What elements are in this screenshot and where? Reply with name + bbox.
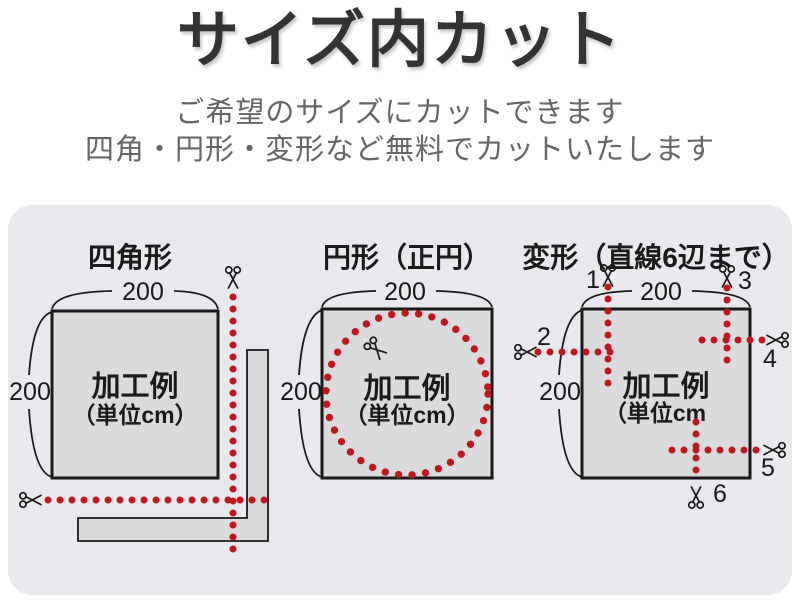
unit-label: （単位cm） — [344, 402, 469, 428]
width-dimension-label: 200 — [640, 278, 682, 306]
height-dimension-label: 200 — [539, 378, 581, 406]
dimension-curve — [298, 309, 323, 376]
subtitle-line-2: 四角・円形・変形など無料でカットいたします — [84, 133, 715, 166]
diagram-panel: 四角形 200 200 加工例 （単位cm） — [8, 205, 792, 595]
cut-number-4: 4 — [763, 345, 777, 373]
dimension-curve — [173, 290, 219, 310]
freeform-panel-heading: 変形（直線6辺まで） — [522, 241, 790, 273]
scissors-icon — [224, 266, 242, 289]
dimension-curve — [435, 290, 493, 308]
freeform-cut-diagram: 変形（直線6辺まで） 200 200 加工例 （単位cm 1 2 — [514, 241, 790, 509]
subtitle-line-1: ご希望のサイズにカットできます — [175, 97, 625, 130]
circle-panel-heading: 円形（正円） — [323, 241, 491, 273]
sample-label: 加工例 — [91, 369, 178, 403]
dimension-curve — [558, 309, 583, 376]
dimension-curve — [691, 290, 751, 308]
square-panel-heading: 四角形 — [88, 241, 172, 273]
height-dimension-label: 200 — [9, 378, 51, 406]
dimension-curve — [581, 290, 633, 308]
cut-number-2: 2 — [537, 323, 551, 351]
scissors-icon — [19, 491, 42, 509]
cut-number-3: 3 — [738, 267, 752, 295]
dimension-curve — [51, 290, 113, 310]
scissors-icon — [687, 486, 705, 509]
unit-label: （単位cm） — [72, 402, 197, 428]
sample-label: 加工例 — [622, 369, 709, 403]
cut-number-1: 1 — [586, 266, 600, 294]
circle-cut-diagram: 円形（正円） 200 200 加工例 （単位cm） — [280, 241, 494, 480]
dimension-curve — [298, 408, 323, 478]
page-title: サイズ内カット — [176, 7, 624, 75]
unit-label: （単位cm — [604, 400, 706, 426]
dimension-curve — [321, 290, 377, 308]
width-dimension-label: 200 — [384, 278, 426, 306]
scissors-icon — [514, 343, 537, 361]
cut-number-6: 6 — [713, 480, 727, 508]
circular-cut-line — [322, 309, 492, 479]
cut-diagrams: 四角形 200 200 加工例 （単位cm） — [9, 241, 790, 564]
dimension-curve — [28, 408, 53, 478]
square-cut-diagram: 四角形 200 200 加工例 （単位cm） — [9, 241, 274, 564]
sample-label: 加工例 — [363, 371, 450, 405]
height-dimension-label: 200 — [280, 378, 322, 406]
dimension-curve — [28, 311, 53, 376]
offcut-piece — [77, 349, 269, 542]
square-sheet — [50, 309, 220, 480]
cut-number-5: 5 — [761, 454, 775, 482]
dimension-curve — [558, 408, 583, 478]
width-dimension-label: 200 — [122, 278, 164, 306]
